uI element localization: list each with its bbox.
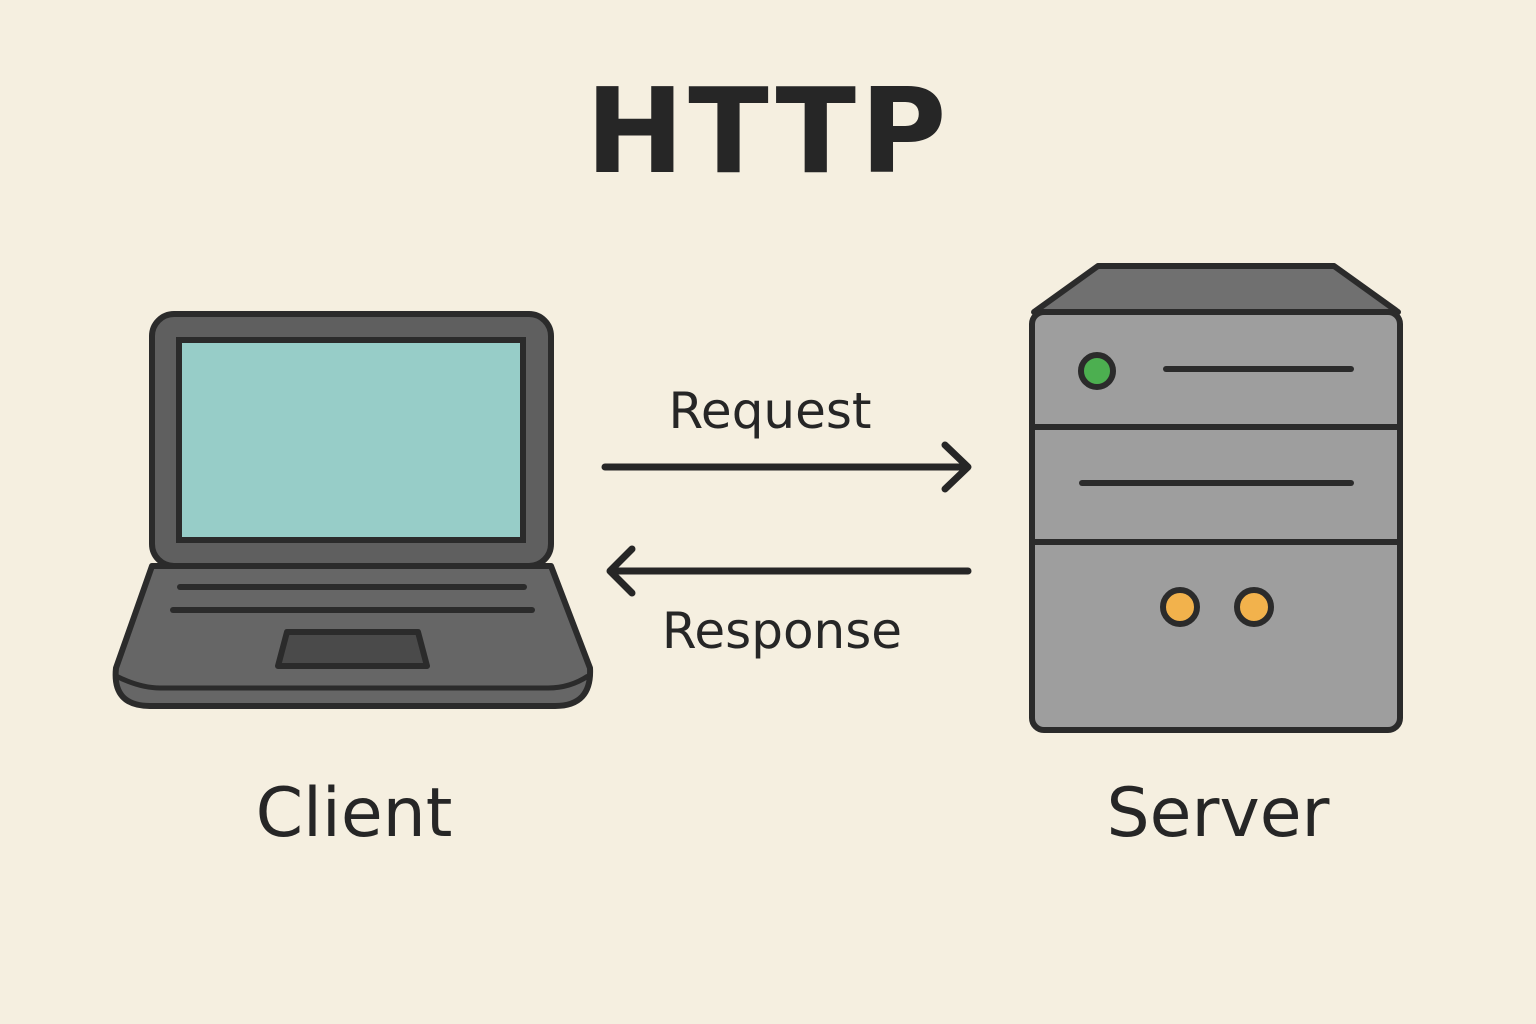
server-body (1029, 309, 1403, 733)
response-arrow (606, 545, 972, 597)
laptop-icon (112, 311, 594, 709)
status-led-orange (1160, 587, 1200, 627)
trackpad (275, 629, 430, 669)
response-label: Response (661, 602, 903, 660)
server-label: Server (1106, 774, 1330, 853)
request-label: Request (668, 382, 872, 440)
server-icon (1029, 263, 1403, 733)
client-label: Client (255, 774, 453, 853)
status-led-orange (1234, 587, 1274, 627)
request-arrow (601, 441, 972, 493)
server-top (1031, 263, 1401, 315)
status-led-green (1078, 352, 1116, 390)
laptop-screen (176, 337, 526, 543)
diagram-title: HTTP (585, 62, 951, 200)
